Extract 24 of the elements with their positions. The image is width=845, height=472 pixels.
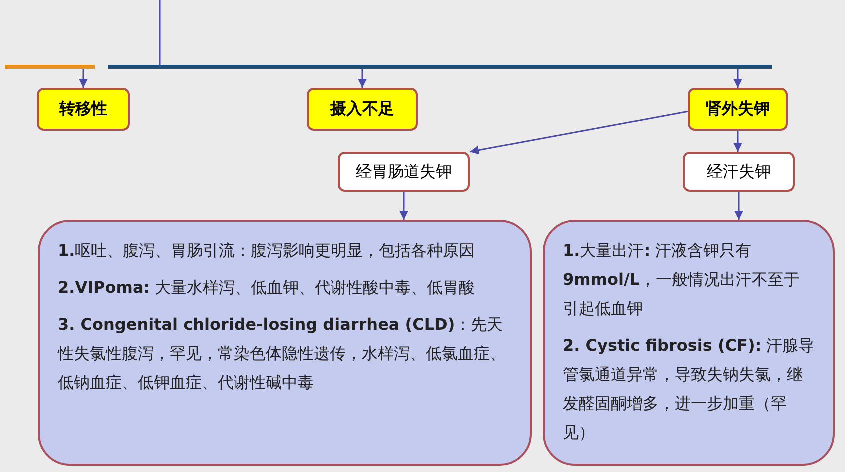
arrow (734, 69, 742, 88)
box-label: 经汗失钾 (707, 162, 771, 182)
text-panel (543, 220, 835, 466)
arrow (79, 69, 88, 88)
arrow (358, 69, 367, 88)
process-box (683, 152, 795, 192)
process-box (37, 88, 130, 131)
box-label: 摄入不足 (330, 99, 394, 120)
paragraph: 1.大量出汗: 汗液含钾只有9mmol/L，一般情况出汗不至于引起低血钾 (563, 240, 801, 320)
paragraph: 3. Congenital chloride-losing diarrhea (CLD)：先天性失氯性腹泻，罕见，常染色体隐性遗传，水样泻、低氯血症、低钠血症、低钾血症、代谢性碱中毒 (58, 314, 507, 394)
box-label: 转移性 (60, 99, 108, 120)
arrow (400, 192, 408, 220)
process-box (688, 88, 788, 131)
arrow (734, 192, 744, 220)
box-label: 经胃肠道失钾 (356, 162, 452, 182)
process-box (338, 152, 470, 192)
process-box (307, 88, 418, 131)
paragraph: 2.VIPoma: 大量水样泻、低血钾、代谢性酸中毒、低胃酸 (58, 277, 476, 299)
arrow (734, 131, 742, 152)
paragraph: 1.呕吐、腹泻、胃肠引流：腹泻影响更明显，包括各种原因 (58, 240, 476, 262)
box-label: 肾外失钾 (706, 99, 770, 120)
paragraph: 2. Cystic fibrosis (CF): 汗腺导管氯通道异常，导致失钠失氯，继发醛固酮增多，进一步加重（罕见） (563, 335, 815, 444)
arrow (470, 110, 688, 155)
text-panel (38, 220, 532, 466)
